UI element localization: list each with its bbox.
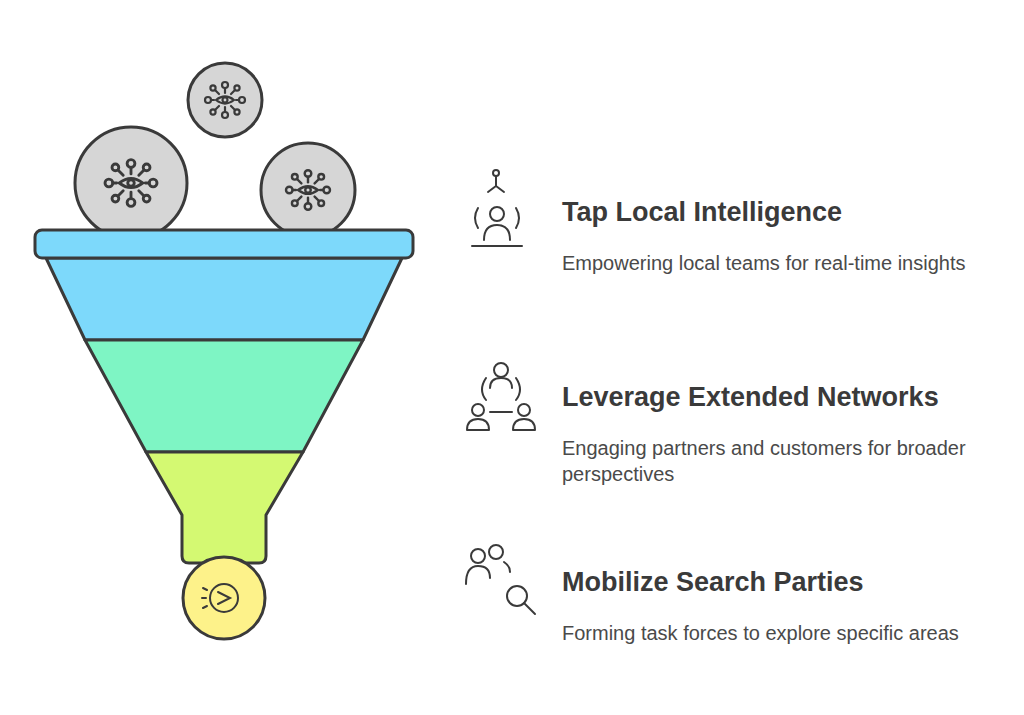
funnel-body (35, 230, 413, 639)
item-icons (466, 170, 535, 614)
text-item: Tap Local IntelligenceEmpowering local t… (562, 196, 982, 276)
item-heading: Tap Local Intelligence (562, 196, 982, 228)
item-description: Empowering local teams for real-time ins… (562, 250, 982, 276)
item-heading: Leverage Extended Networks (562, 381, 982, 413)
item-heading: Mobilize Search Parties (562, 566, 982, 598)
item-description: Forming task forces to explore specific … (562, 620, 982, 646)
output-icon (202, 584, 238, 612)
text-item: Leverage Extended NetworksEngaging partn… (562, 381, 982, 487)
text-item: Mobilize Search PartiesForming task forc… (562, 566, 982, 646)
item-description: Engaging partners and customers for broa… (562, 435, 982, 487)
input-circles (75, 63, 355, 239)
